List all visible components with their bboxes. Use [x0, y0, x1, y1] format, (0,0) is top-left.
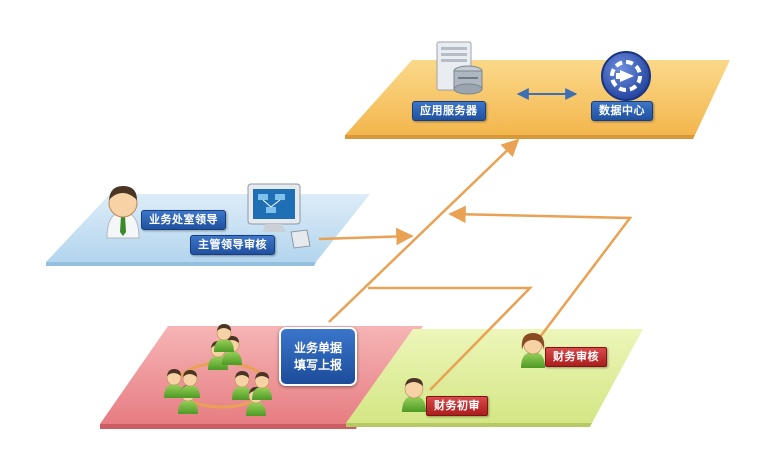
finance-initial-review-label: 财务初审 — [426, 396, 488, 416]
finance-review-label: 财务审核 — [545, 347, 607, 367]
dept-leader-label: 业务处室领导 — [141, 210, 226, 230]
fill-report-card: 业务单据 填写上报 — [279, 327, 357, 386]
app-server-label: 应用服务器 — [412, 101, 486, 121]
person-icon — [106, 186, 140, 239]
server-plane — [345, 60, 730, 139]
data-center-icon — [601, 51, 651, 101]
person-icon — [164, 369, 200, 414]
server-icon — [436, 41, 483, 95]
person-icon — [402, 378, 426, 412]
arrow-initial-review-loop — [368, 286, 533, 391]
person-icon — [521, 333, 545, 368]
arrow-leader-to-center — [318, 227, 414, 246]
group-of-people-icon — [164, 324, 272, 416]
leader-plane — [46, 194, 370, 266]
data-center-label: 数据中心 — [591, 101, 653, 121]
person-icon — [232, 371, 272, 416]
arrow-business-to-server — [328, 138, 520, 323]
computer-monitor-icon — [247, 183, 311, 249]
flow-arrows — [318, 138, 633, 391]
arrow-finance-review-to-center — [448, 205, 633, 338]
fill-report-line2: 填写上报 — [293, 357, 342, 372]
person-icon — [208, 324, 242, 370]
supervisor-review-label: 主管领导审核 — [190, 235, 275, 255]
fill-report-line1: 业务单据 — [293, 340, 342, 355]
